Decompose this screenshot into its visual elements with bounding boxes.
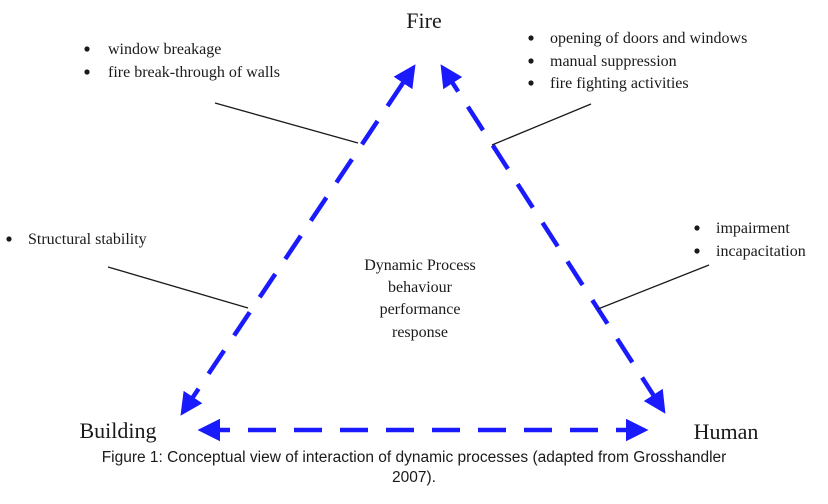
center-line-2: behaviour [388,279,453,296]
bullet-icon [528,35,534,41]
center-line-3: performance [380,301,461,318]
center-line-1: Dynamic Process [364,257,476,274]
bullet-icon [84,46,90,52]
node-human: Human [694,419,759,444]
callout-line-human-right [597,264,710,310]
bullet-icon [528,80,534,86]
callout-line-building-left [107,266,249,309]
bullet-icon [694,225,700,231]
bullet-icon [84,69,90,75]
annotation-item: fire fighting activities [550,75,689,92]
bullet-icon [694,248,700,254]
node-fire: Fire [406,8,441,33]
annotation-item: Structural stability [28,231,147,248]
center-line-4: response [392,324,448,341]
annotation-item: incapacitation [716,243,806,260]
annotation-item: fire break-through of walls [108,64,280,81]
caption-line-2: 2007). [392,469,436,486]
caption-line-1: Figure 1: Conceptual view of interaction… [101,449,727,466]
annotation-item: manual suppression [550,53,677,70]
bullet-icon [6,236,12,242]
annotation-item: opening of doors and windows [550,30,747,47]
figure-caption: Figure 1: Conceptual view of interaction… [0,448,828,488]
arrow-building-fire [180,64,416,416]
node-building: Building [79,418,156,443]
bullet-icon [528,58,534,64]
annotation-item: impairment [716,220,790,237]
callout-line-building-fire [214,102,359,144]
arrow-fire-human [440,64,666,414]
annotation-item: window breakage [108,41,221,58]
callout-line-fire-human [491,103,592,146]
